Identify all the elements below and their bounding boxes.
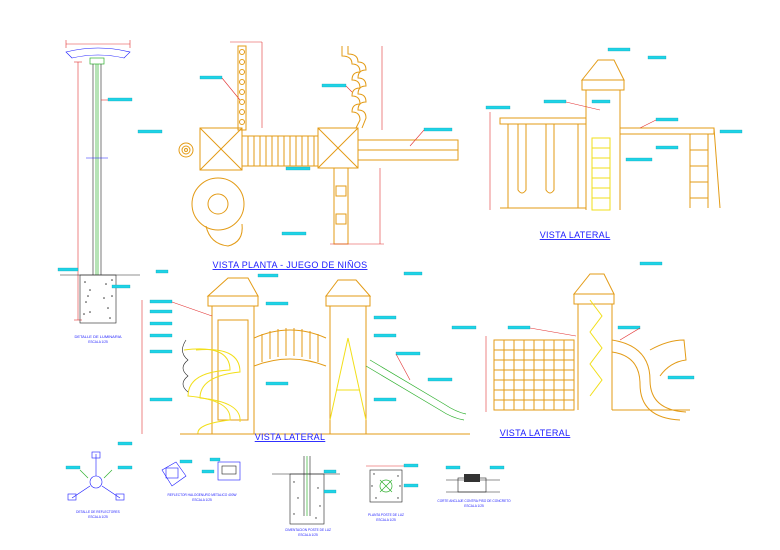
plan-view: VISTA PLANTA - JUEGO DE NIÑOS: [137, 41, 459, 270]
luminaria-detail: DETALLE DE LUMINARIA ESCALA 1/25: [57, 40, 140, 344]
reflector-detail: REFLECTOR HALOGENURO METALICO 400W ESCAL…: [161, 457, 241, 502]
reflector-label: REFLECTOR HALOGENURO METALICO 400W: [168, 493, 237, 497]
detalle-reflectores-label: DETALLE DE REFLECTORES: [76, 510, 120, 514]
lateral-bottom-right: VISTA LATERAL: [451, 261, 695, 438]
escala-cimentacion-label: ESCALA 1/25: [298, 533, 318, 537]
detalle-luminaria-label: DETALLE DE LUMINARIA: [74, 334, 121, 339]
escala-luminaria-label: ESCALA 1/25: [88, 340, 108, 344]
planta-title: VISTA PLANTA - JUEGO DE NIÑOS: [213, 260, 368, 270]
cimentacion-label: CIMENTACION POSTE DE LUZ: [285, 528, 331, 532]
lateral-top-right: VISTA LATERAL: [485, 47, 743, 240]
escala-planta-poste-label: ESCALA 1/25: [376, 518, 396, 522]
escala-reflector-label: ESCALA 1/25: [192, 498, 212, 502]
reflectores-detail: DETALLE DE REFLECTORES ESCALA 1/25: [65, 441, 133, 519]
cimentacion-detail: CIMENTACION POSTE DE LUZ ESCALA 1/25: [272, 456, 340, 537]
corte-anclaje-label: CORTE ANCLAJE CONTRA PISO DE CONCRETO: [437, 499, 511, 503]
lateral-bottom-center-title: VISTA LATERAL: [255, 432, 326, 442]
lateral-top-right-title: VISTA LATERAL: [540, 230, 611, 240]
planta-poste-detail: PLANTA POSTE DE LUZ ESCALA 1/25: [366, 463, 419, 522]
lateral-bottom-right-title: VISTA LATERAL: [500, 428, 571, 438]
escala-reflectores-label: ESCALA 1/25: [88, 515, 108, 519]
planta-poste-label: PLANTA POSTE DE LUZ: [368, 513, 404, 517]
corte-anclaje-detail: CORTE ANCLAJE CONTRA PISO DE CONCRETO ES…: [437, 465, 511, 508]
escala-corte-label: ESCALA 1/25: [464, 504, 484, 508]
lateral-bottom-center: VISTA LATERAL: [141, 269, 470, 442]
